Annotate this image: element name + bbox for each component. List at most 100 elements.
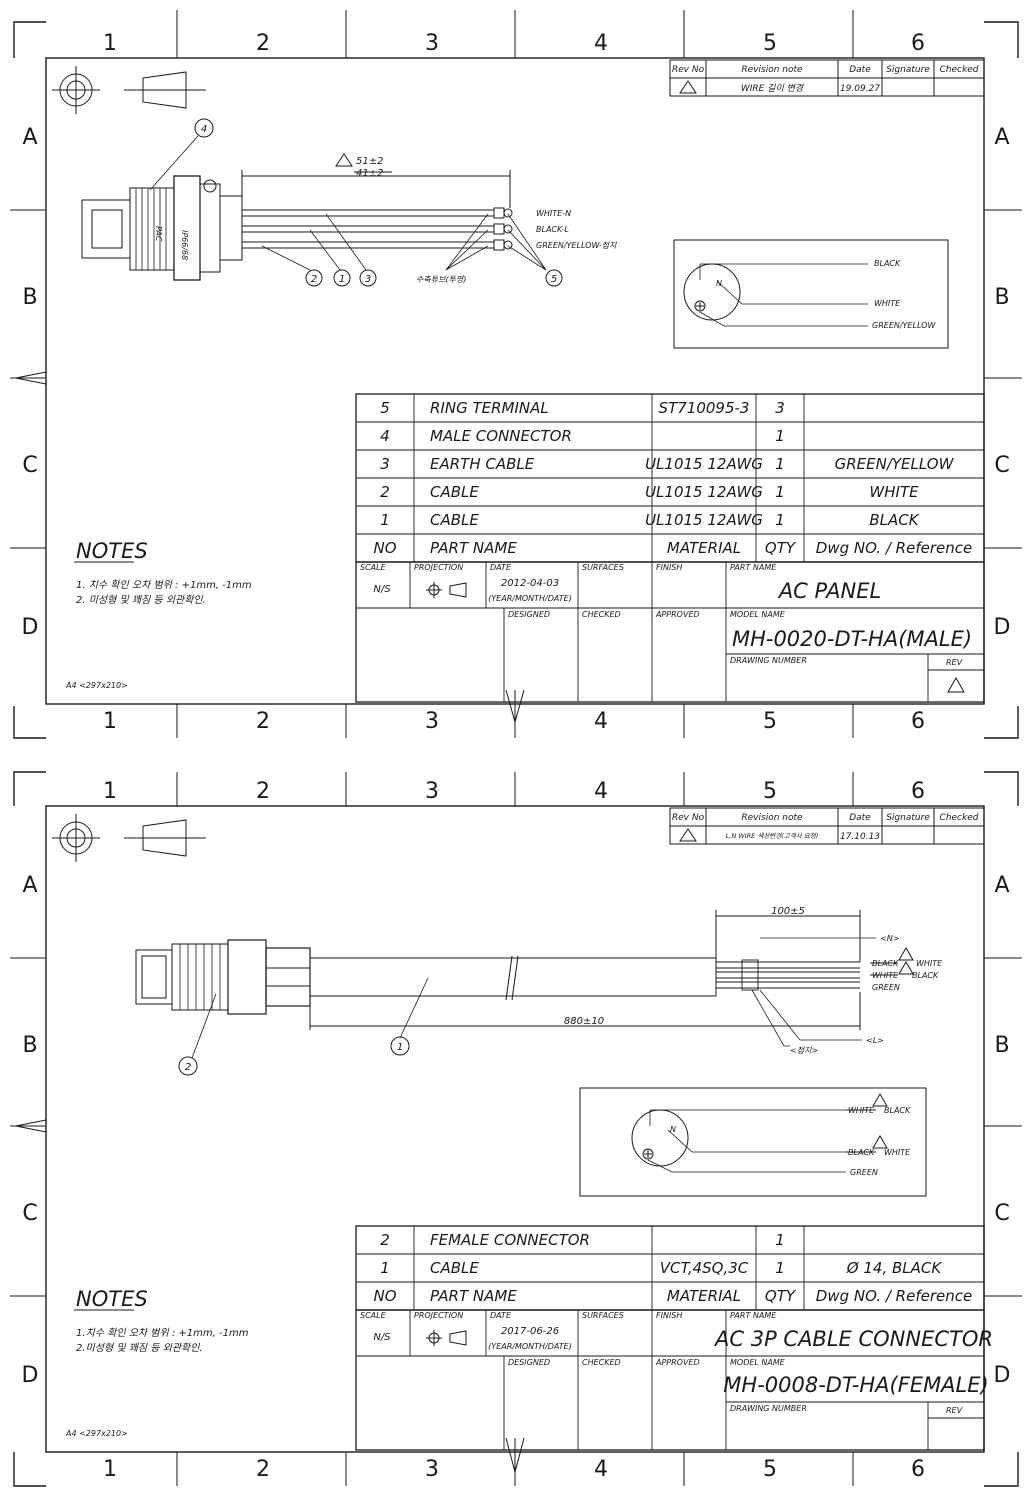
revision-triangle-icon-2	[679, 828, 697, 842]
bom-header-material: MATERIAL	[667, 539, 741, 557]
zone-col-bottom-5: 5	[763, 709, 777, 734]
bom-row-3-material: UL1015 12AWG	[645, 455, 763, 473]
rev-checked-header: Checked	[940, 65, 979, 75]
ip-rating-mark: IP66/68	[180, 230, 189, 260]
zone-row-right-B: B	[994, 1033, 1009, 1058]
bom-header-ref: Dwg NO. / Reference	[816, 1287, 972, 1305]
part-name-label-1: PART NAME	[730, 563, 777, 572]
bom-row-5-name: RING TERMINAL	[430, 399, 549, 417]
callout-5: 5	[551, 274, 557, 285]
date-format-1: (YEAR/MONTH/DATE)	[488, 594, 572, 603]
zone-col-top-3: 3	[425, 31, 439, 56]
bom-row-2-qty: 1	[775, 483, 785, 501]
zone-col-bottom-1: 1	[103, 709, 117, 734]
scale-value-1: N/S	[373, 584, 391, 595]
dim-length-old: 41±2	[356, 168, 383, 179]
male-connector-drawing: IP66/68 PAC 51±2 41±2	[81, 118, 617, 287]
bom-row-2-qty: 1	[775, 1231, 785, 1249]
finish-label-2: FINISH	[656, 1311, 682, 1320]
wire-label-white-n: WHITE-N	[536, 209, 571, 218]
revision-table-1: Rev No Revision note Date Signature Chec…	[669, 59, 985, 97]
zone-col-top-4: 4	[594, 31, 608, 56]
note-1-1: 1. 치수 확인 오차 범위 : +1mm, -1mm	[76, 579, 252, 591]
wire-new-black: BLACK	[912, 971, 939, 980]
designed-label-1: DESIGNED	[508, 610, 550, 619]
sheet-1-frame	[10, 10, 1022, 739]
zone-col-top-2: 2	[256, 31, 270, 56]
zone-col-top-5: 5	[763, 31, 777, 56]
zone-col-bottom-2: 2	[256, 1457, 270, 1482]
drawing-number-label-1: DRAWING NUMBER	[730, 656, 807, 665]
zone-col-top-6: 6	[911, 31, 925, 56]
zone-col-bottom-5: 5	[763, 1457, 777, 1482]
zone-row-right-C: C	[994, 1201, 1009, 1226]
wire-l-label: <L>	[866, 1036, 884, 1045]
sheet-size-1: A4 <297x210>	[65, 681, 128, 690]
bom-row-1-ref: BLACK	[869, 511, 919, 529]
zone-row-left-C: C	[22, 453, 37, 478]
projection-label-2: PROJECTION	[414, 1311, 463, 1320]
brand-mark: PAC	[154, 226, 163, 242]
bom-row-2-no: 2	[380, 483, 390, 501]
wire-gnd-label: <접지>	[790, 1046, 818, 1055]
checked-label-2: CHECKED	[582, 1358, 621, 1367]
zone-row-left-B: B	[22, 1033, 37, 1058]
rev-note-2: L,N WIRE 색상변경(고객사 요청)	[726, 832, 819, 840]
projection-mini-icon	[426, 582, 467, 598]
bom-row-1-name: CABLE	[430, 511, 479, 529]
zone-col-bottom-1: 1	[103, 1457, 117, 1482]
zone-row-right-C: C	[994, 453, 1009, 478]
rev-note: WIRE 길이 변경	[741, 83, 804, 94]
projection-symbol	[52, 66, 206, 114]
rev-label-2: REV	[946, 1406, 963, 1415]
bom-row-5-material: ST710095-3	[659, 399, 750, 417]
projection-label-1: PROJECTION	[414, 563, 463, 572]
rev-note-header: Revision note	[741, 65, 803, 75]
callout-3: 3	[365, 274, 371, 285]
bom-row-2-name: FEMALE CONNECTOR	[430, 1231, 590, 1249]
bom-row-1-no: 1	[380, 511, 390, 529]
bom-row-1-material: VCT,4SQ,3C	[660, 1259, 749, 1277]
wire-label-black-l: BLACK-L	[536, 225, 569, 234]
zone-row-right-D: D	[994, 615, 1011, 640]
date-value-1: 2012-04-03	[501, 578, 559, 589]
zone-row-left-A: A	[22, 125, 37, 150]
zone-col-top-6: 6	[911, 779, 925, 804]
model-name-2: MH-0008-DT-HA(FEMALE)	[723, 1373, 988, 1397]
zone-col-bottom-3: 3	[425, 1457, 439, 1482]
part-name-1: AC PANEL	[777, 579, 881, 603]
zone-row-left-B: B	[22, 285, 37, 310]
rev-label-1: REV	[946, 658, 963, 667]
notes-2: NOTES 1.치수 확인 오차 범위 : +1mm, -1mm 2.미성형 및…	[65, 1287, 249, 1438]
schematic-black-1: BLACK	[874, 259, 901, 268]
bom-header-no: NO	[373, 539, 396, 557]
bom-row-1-material: UL1015 12AWG	[645, 511, 763, 529]
surfaces-label-2: SURFACES	[582, 1311, 624, 1320]
schematic-black-2: BLACK	[884, 1106, 911, 1115]
model-name-1: MH-0020-DT-HA(MALE)	[732, 627, 972, 651]
bom-row-1-no: 1	[380, 1259, 390, 1277]
bom-row-2-ref: WHITE	[869, 483, 919, 501]
date-label-1: DATE	[490, 563, 512, 572]
finish-label-1: FINISH	[656, 563, 682, 572]
bom-row-4-qty: 1	[775, 427, 785, 445]
zone-col-bottom-4: 4	[594, 1457, 608, 1482]
zone-col-top-4: 4	[594, 779, 608, 804]
callout-connector: 2	[185, 1062, 191, 1073]
dim-strip: 100±5	[771, 906, 805, 917]
callout-2: 2	[311, 274, 317, 285]
wire-label-green-yellow: GREEN/YELLOW-접지	[536, 241, 617, 250]
wire-n-label: <N>	[880, 934, 899, 943]
bom-header-name: PART NAME	[430, 539, 517, 557]
dim-length: 51±2	[356, 156, 383, 167]
rev-triangle-icon	[947, 676, 965, 693]
revision-table-2: Rev No Revision note Date Signature Chec…	[669, 807, 985, 845]
zone-row-right-A: A	[994, 125, 1009, 150]
bom-row-3-ref: GREEN/YELLOW	[835, 455, 955, 473]
schematic-green-2: GREEN	[850, 1168, 878, 1177]
